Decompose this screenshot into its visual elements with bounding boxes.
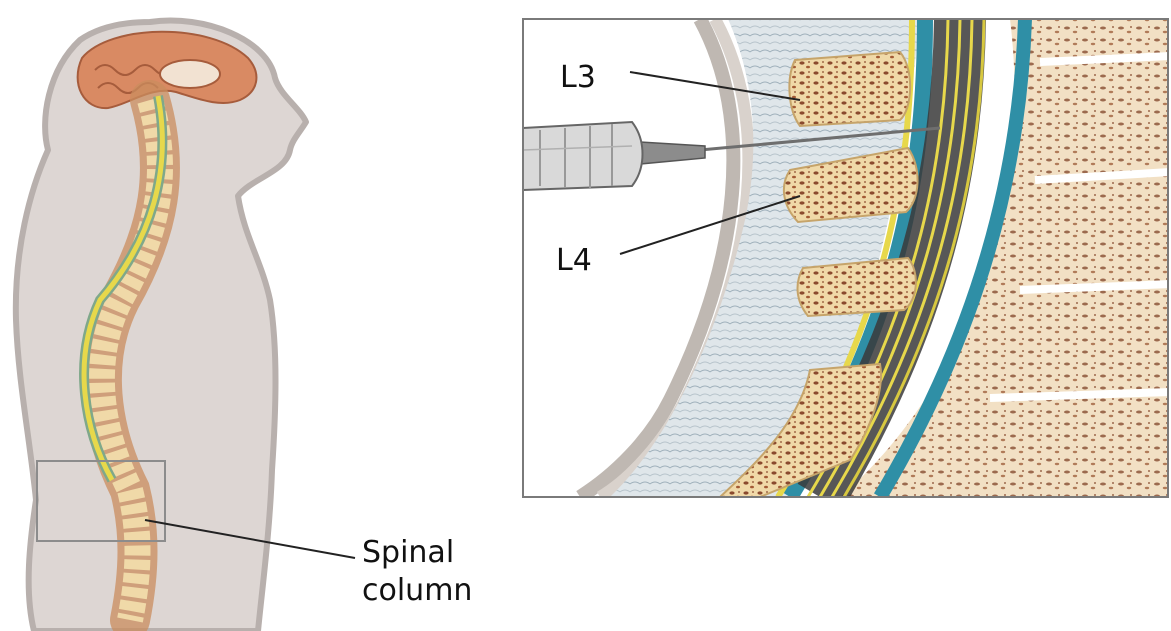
spinal-column-label-line1: Spinal — [362, 535, 454, 570]
spinal-column-label-line2: column — [362, 573, 472, 608]
vertebra-l3 — [789, 52, 910, 126]
l4-label: L4 — [556, 243, 592, 278]
vertebra-l5 — [798, 258, 916, 316]
inset-detail — [523, 19, 1171, 497]
l3-label: L3 — [560, 60, 596, 95]
